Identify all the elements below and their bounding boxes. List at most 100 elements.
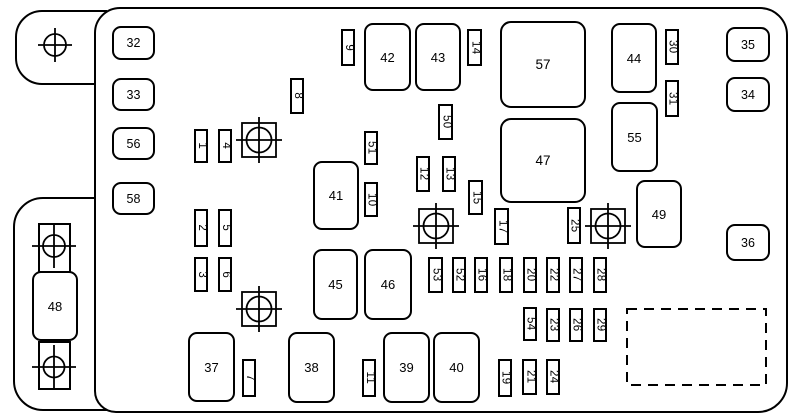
fuse-50: 50 <box>438 104 453 140</box>
relay-41-label: 41 <box>328 188 344 203</box>
fuse-54: 54 <box>523 307 537 341</box>
relay-37-label: 37 <box>204 359 219 375</box>
connector-36-label: 36 <box>741 235 755 250</box>
fuse-12-label: 12 <box>417 167 430 181</box>
relay-47: 47 <box>500 118 586 203</box>
fuse-24-label: 24 <box>547 370 560 384</box>
fuse-21-label: 21 <box>524 370 537 384</box>
relay-43-label: 43 <box>430 49 446 65</box>
relay-40-label: 40 <box>449 360 464 375</box>
fuse-27: 27 <box>569 257 583 293</box>
fuse-19: 19 <box>498 359 512 397</box>
relay-38-label: 38 <box>304 360 319 375</box>
relay-40: 40 <box>433 332 480 403</box>
fuse-51: 51 <box>364 131 378 165</box>
relay-44: 44 <box>611 23 657 93</box>
fuse-21: 21 <box>522 359 537 395</box>
fuse-53: 53 <box>428 257 443 293</box>
connector-56-label: 56 <box>126 136 141 151</box>
connector-34: 34 <box>726 77 770 112</box>
fuse-23: 23 <box>546 308 560 342</box>
fuse-30: 30 <box>665 29 679 65</box>
relay-46: 46 <box>364 249 412 320</box>
fuse-20: 20 <box>523 257 537 293</box>
fuse-25-label: 25 <box>568 218 581 233</box>
relay-49: 49 <box>636 180 682 248</box>
fuse-10-label: 10 <box>365 192 378 207</box>
connector-35: 35 <box>726 27 770 62</box>
relay-57: 57 <box>500 21 586 108</box>
fuse-26: 26 <box>569 308 583 342</box>
fuse-1: 1 <box>194 129 208 163</box>
fuse-8-label: 8 <box>291 92 304 100</box>
fuse-5: 5 <box>218 209 232 247</box>
fuse-51-label: 51 <box>365 141 378 155</box>
relay-41: 41 <box>313 161 359 230</box>
relay-37: 37 <box>188 332 235 402</box>
mounting-tab-top <box>15 10 107 85</box>
relay-43: 43 <box>415 23 461 91</box>
mega-fuse-terminal-bottom <box>38 341 71 390</box>
fuse-2: 2 <box>194 209 208 247</box>
fuse-8: 8 <box>290 78 304 114</box>
connector-33: 33 <box>112 78 155 111</box>
relay-42-label: 42 <box>380 49 395 65</box>
connector-58: 58 <box>112 182 155 215</box>
fuse-52-label: 52 <box>453 268 466 282</box>
fuse-26-label: 26 <box>570 318 583 332</box>
fuse-23-label: 23 <box>547 318 560 332</box>
fuse-7-label: 7 <box>243 374 256 382</box>
relay-42: 42 <box>364 23 411 91</box>
connector-36: 36 <box>726 224 770 261</box>
fuse-22-label: 22 <box>547 268 560 282</box>
relay-55: 55 <box>611 102 658 172</box>
fuse-17-label: 17 <box>496 219 509 234</box>
relay-38: 38 <box>288 332 335 403</box>
fuse-9-label: 9 <box>342 44 355 51</box>
fuse-30-label: 30 <box>666 40 679 54</box>
mega-fuse-48: 48 <box>32 271 78 341</box>
relay-55-label: 55 <box>627 129 642 145</box>
fuse-10: 10 <box>364 182 378 217</box>
fuse-3-label: 3 <box>195 271 208 278</box>
relay-47-label: 47 <box>535 153 551 168</box>
fuse-13: 13 <box>442 156 456 192</box>
fuse-5-label: 5 <box>219 224 232 232</box>
fuse-6: 6 <box>218 257 232 292</box>
mega-fuse-terminal-top <box>38 223 71 273</box>
fuse-29: 29 <box>593 308 607 342</box>
fuse-14: 14 <box>467 29 482 66</box>
fuse-28-label: 28 <box>594 268 607 282</box>
relay-44-label: 44 <box>626 50 642 66</box>
relay-46-label: 46 <box>380 277 396 292</box>
fuse-25: 25 <box>567 207 581 244</box>
connector-56: 56 <box>112 127 155 160</box>
fuse-4: 4 <box>218 129 232 163</box>
fuse-29-label: 29 <box>594 318 607 332</box>
relay-45: 45 <box>313 249 358 320</box>
fuse-11-label: 11 <box>363 371 376 385</box>
fuse-2-label: 2 <box>195 224 208 232</box>
fuse-22: 22 <box>546 257 560 293</box>
fuse-53-label: 53 <box>430 268 443 282</box>
fuse-11: 11 <box>362 359 376 397</box>
connector-34-label: 34 <box>741 87 755 102</box>
connector-33-label: 33 <box>126 87 141 102</box>
fuse-18-label: 18 <box>500 268 513 282</box>
fuse-15: 15 <box>468 180 483 215</box>
fuse-16-label: 16 <box>475 268 488 282</box>
fuse-17: 17 <box>494 208 509 245</box>
fuse-31-label: 31 <box>666 91 679 106</box>
fuse-24: 24 <box>546 359 560 395</box>
fuse-14-label: 14 <box>469 40 482 55</box>
relay-49-label: 49 <box>651 206 667 222</box>
connector-32: 32 <box>112 26 155 60</box>
mega-fuse-48-label: 48 <box>47 298 63 314</box>
fuse-4-label: 4 <box>219 142 232 150</box>
fuse-19-label: 19 <box>499 371 512 385</box>
fuse-13-label: 13 <box>443 167 456 181</box>
fuse-28: 28 <box>593 257 607 293</box>
fuse-54-label: 54 <box>524 317 537 331</box>
fuse-52: 52 <box>452 257 466 293</box>
fuse-3: 3 <box>194 257 208 292</box>
